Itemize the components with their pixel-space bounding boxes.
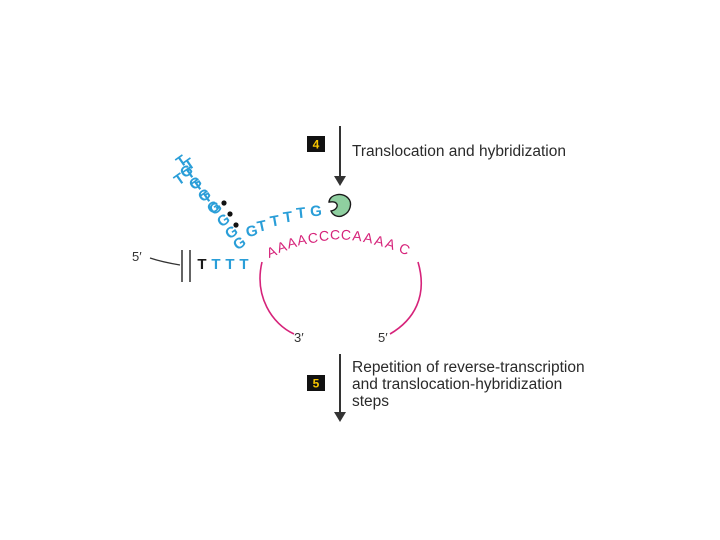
rna-three-prime-label: 3′ (294, 330, 304, 345)
step-4-arrowhead (334, 176, 346, 186)
dna-nucleotide: T (282, 208, 293, 226)
step-4-number: 4 (313, 138, 320, 152)
base-pair-dot (227, 211, 232, 216)
dna-nucleotide: G (310, 203, 323, 221)
rna-nucleotide: C (319, 228, 330, 244)
step-5-arrowhead (334, 412, 346, 422)
base-pair-dot (221, 200, 226, 205)
rna-nucleotide: A (383, 235, 397, 253)
step-5-line-3: steps (352, 393, 389, 410)
rna-nucleotide: A (352, 227, 364, 244)
rna-nucleotide: C (341, 227, 352, 243)
base-pair-dot (233, 222, 238, 227)
dna-nucleotide: T (239, 256, 248, 273)
rna-five-prime-label: 5′ (378, 330, 388, 345)
telomerase-enzyme-icon (329, 195, 351, 217)
dna-strand-line (150, 258, 180, 265)
dna-nucleotide: T (211, 256, 220, 273)
dna-nucleotide: T (225, 256, 234, 273)
rna-nucleotide: C (397, 239, 413, 258)
rna-nucleotide: C (307, 229, 319, 246)
dna-nucleotide: T (269, 212, 281, 230)
rna-nucleotide: C (330, 227, 340, 243)
step-5-line-2: and translocation-hybridization (352, 376, 562, 393)
dna-nucleotide: T (295, 205, 306, 223)
dna-nucleotide: T (197, 256, 206, 273)
step-4-title: Translocation and hybridization (352, 143, 566, 160)
step-5-number: 5 (313, 377, 320, 391)
rna-template-loop (260, 262, 421, 334)
step-5-line-1: Repetition of reverse-transcription (352, 359, 585, 376)
dna-five-prime-label: 5′ (132, 249, 142, 264)
